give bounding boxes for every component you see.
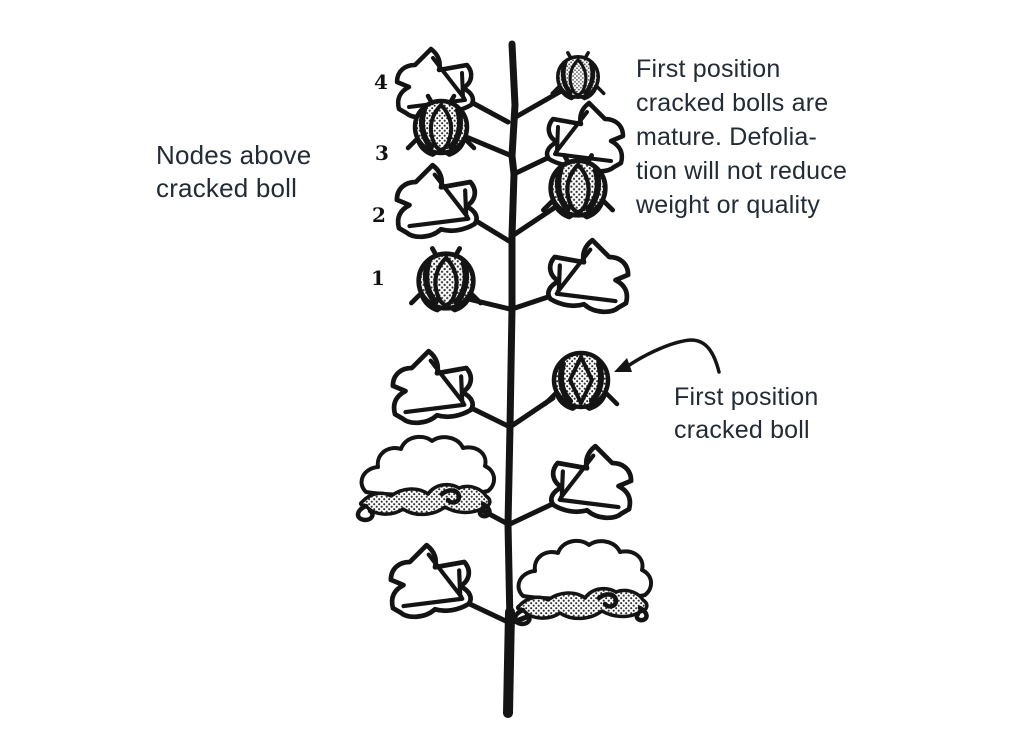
main-stem-base bbox=[503, 607, 515, 718]
open-boll bbox=[358, 437, 494, 520]
callout-arrow-line bbox=[626, 338, 721, 374]
main-stem bbox=[504, 40, 519, 717]
open-boll bbox=[515, 541, 651, 624]
defoliation-note: First position cracked bolls are mature.… bbox=[636, 55, 848, 219]
leaf bbox=[393, 351, 473, 423]
node-number-1: 1 bbox=[371, 266, 385, 290]
leaf bbox=[548, 240, 628, 312]
node-number-2: 2 bbox=[372, 203, 386, 227]
leaf bbox=[391, 545, 471, 617]
node-number-labels: 4 3 2 1 bbox=[371, 70, 389, 290]
branch-line bbox=[509, 201, 563, 239]
leaf bbox=[551, 446, 631, 518]
callout-arrow bbox=[614, 338, 721, 374]
leaf bbox=[397, 165, 477, 237]
branch-line bbox=[511, 87, 566, 121]
callout-arrow-head bbox=[614, 358, 632, 372]
plant-organs bbox=[358, 49, 651, 624]
node-number-3: 3 bbox=[375, 141, 389, 165]
branch-line bbox=[461, 133, 515, 159]
node-number-4: 4 bbox=[374, 70, 388, 94]
cracked-boll bbox=[545, 353, 617, 411]
first-position-cracked-boll-label: First position cracked boll bbox=[674, 383, 819, 444]
nodes-above-cracked-boll-label: Nodes above cracked boll bbox=[156, 140, 312, 203]
closed-boll bbox=[411, 248, 480, 312]
